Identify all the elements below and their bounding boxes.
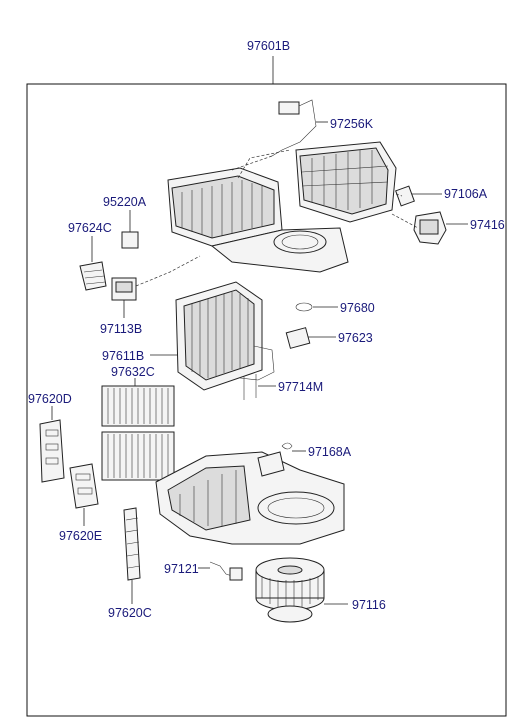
- part-label-97620D: 97620D: [28, 392, 72, 406]
- part-label-97623: 97623: [338, 331, 373, 345]
- part-label-97620E: 97620E: [59, 529, 102, 543]
- part-label-97113B: 97113B: [100, 322, 142, 336]
- assembly-frame: [26, 83, 507, 717]
- part-label-97106A: 97106A: [444, 187, 488, 201]
- part-label-95220A: 95220A: [103, 195, 147, 209]
- cooling-hose: [198, 561, 243, 581]
- assembly-connection: [237, 149, 291, 179]
- part-label-97121: 97121: [164, 562, 199, 576]
- wire-harness: [231, 99, 317, 171]
- actuator-small: [395, 185, 415, 207]
- part-label-97680: 97680: [340, 301, 375, 315]
- blower-case-lower: [155, 451, 345, 545]
- clip: [79, 236, 107, 291]
- part-label-97116: 97116: [352, 598, 386, 612]
- evaporator-case-upper: [167, 167, 349, 273]
- cabin-filters: [101, 378, 175, 481]
- blower-case-upper: [295, 141, 397, 223]
- actuator: [413, 211, 447, 245]
- part-label-97632C: 97632C: [111, 365, 155, 379]
- part-label-97256K: 97256K: [330, 117, 374, 131]
- filter-strip-c: [123, 507, 141, 604]
- drain-hoses: [243, 374, 276, 400]
- part-label-97714M: 97714M: [278, 380, 323, 394]
- part-label-97620C: 97620C: [108, 606, 152, 620]
- assembly-label: 97601B: [247, 39, 290, 53]
- relay: [121, 210, 139, 249]
- filter-bracket-e: [69, 463, 99, 526]
- part-label-97168A: 97168A: [308, 445, 352, 459]
- blower-resistor: [111, 255, 201, 318]
- part-label-97624C: 97624C: [68, 221, 112, 235]
- clip-small: [281, 442, 306, 452]
- assembly-connection: [395, 193, 403, 197]
- blower-motor: [255, 557, 348, 623]
- o-ring: [295, 302, 338, 312]
- part-label-97611B: 97611B: [102, 349, 144, 363]
- filter-cover-d: [39, 406, 65, 483]
- part-label-97416: 97416: [470, 218, 505, 232]
- evaporator-core: [150, 281, 275, 391]
- expansion-valve: [285, 327, 336, 349]
- assembly-connection: [391, 213, 419, 229]
